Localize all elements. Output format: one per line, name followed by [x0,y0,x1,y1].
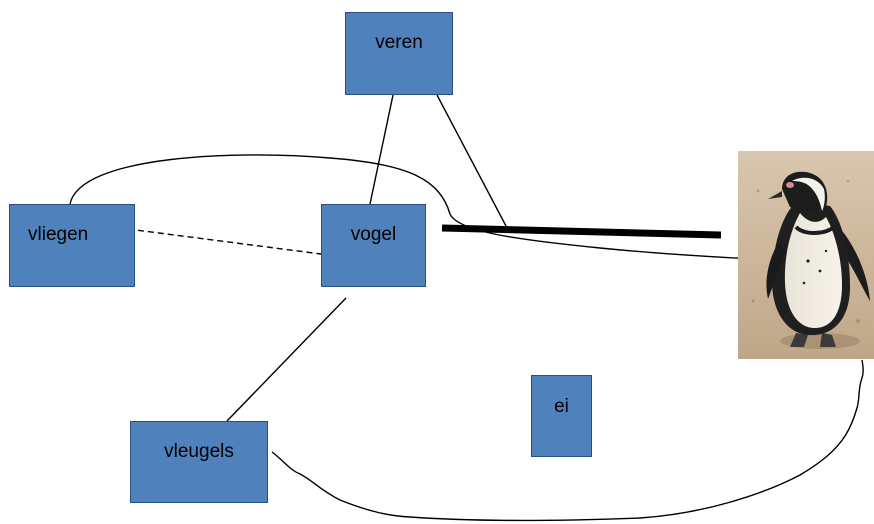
edge-vliegen-vogel-dashed [127,228,322,255]
edge-vleugels-penguin-freehand [271,359,864,522]
node-vliegen: vliegen [9,204,135,287]
penguin-illustration [738,151,874,359]
penguin-photo [738,151,874,359]
node-ei-label: ei [554,396,569,417]
edge-vogel-penguin-thick [441,224,722,239]
node-vliegen-label: vliegen [28,224,89,245]
edge-vogel-vleugels [226,297,347,422]
edge-vliegen-penguin-curve [69,154,773,261]
edge-vogel-veren [369,94,394,205]
edge-veren-penguin [436,94,507,227]
node-vleugels-label: vleugels [164,441,234,462]
node-veren-label: veren [375,32,423,53]
node-vleugels: vleugels [130,421,268,503]
node-vogel-label: vogel [350,224,397,245]
node-ei: ei [531,375,592,457]
node-vogel: vogel [321,204,426,287]
node-veren: veren [345,12,453,95]
